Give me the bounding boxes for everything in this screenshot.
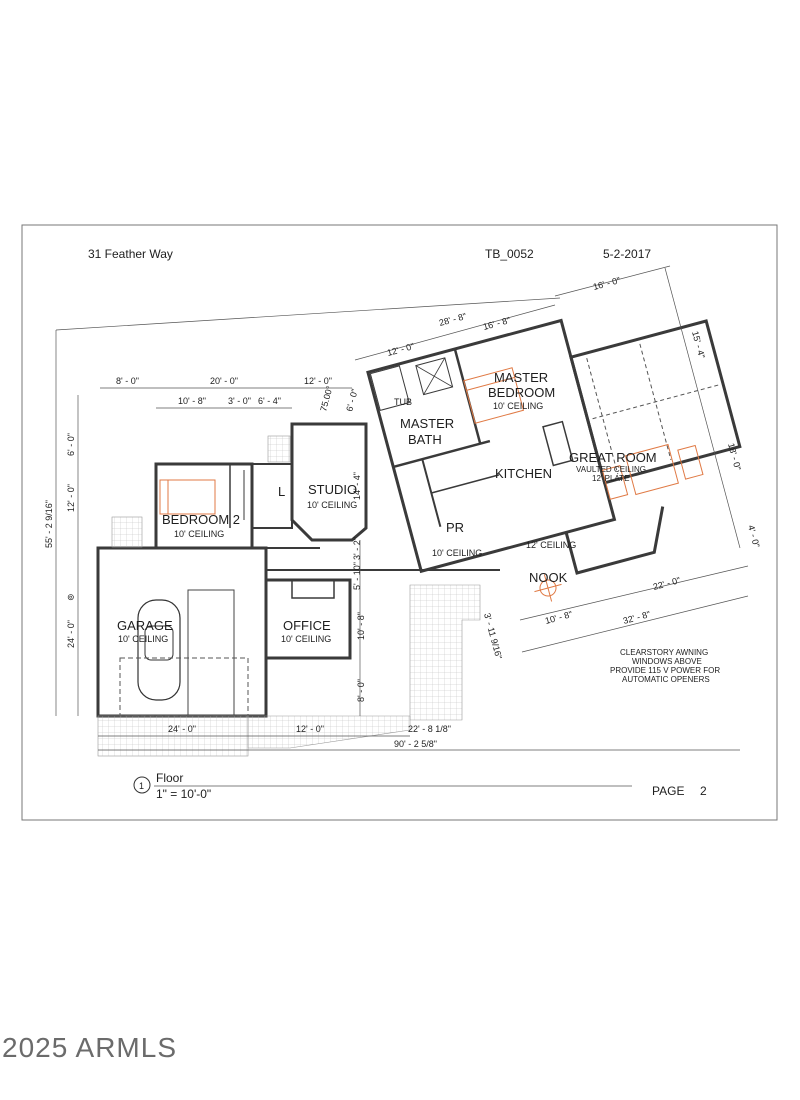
dim-master-16-8: 16' - 8": [482, 315, 512, 332]
dim-nook-10-8: 10' - 8": [544, 609, 574, 626]
powder-room-label: PR: [446, 520, 464, 535]
garage-car: [119, 589, 249, 717]
dim-studio-5-10: 5' - 10": [352, 562, 362, 590]
bed-icon: [159, 479, 216, 515]
dim-office-8: 8' - 0": [356, 679, 366, 702]
dim-master-12: 12' - 0": [386, 341, 416, 358]
front-porch: [247, 715, 411, 749]
sheet-border: [21, 224, 778, 821]
dim-master-28-8: 28' - 8": [438, 311, 468, 328]
studio-walls: [290, 422, 368, 542]
dim-bot-12: 12' - 0": [296, 724, 324, 734]
great-room-plate: 12' PLATE: [592, 474, 629, 483]
bedroom-2-ceiling: 10' CEILING: [174, 529, 224, 539]
dim-top-20: 20' - 0": [210, 376, 238, 386]
garage-outlet-icon: ⊚: [67, 592, 75, 602]
nook-table-icon: [534, 574, 562, 602]
master-bedroom-label-2: BEDROOM: [488, 385, 555, 400]
dim-overall-90: 90' - 2 5/8": [394, 739, 437, 749]
master-bed-icon: [463, 367, 525, 424]
garage-label: GARAGE: [117, 618, 173, 633]
furniture: [159, 367, 704, 602]
dim-right-4: 4' - 0": [746, 524, 762, 549]
office-label: OFFICE: [283, 618, 331, 633]
laundry-patio: [267, 435, 291, 463]
dimension-lines: [55, 265, 749, 751]
studio-label: STUDIO: [308, 482, 357, 497]
drawing-marker-icon: [133, 776, 151, 794]
office-ceiling: 10' CEILING: [281, 634, 331, 644]
note-line-2: WINDOWS ABOVE: [632, 657, 702, 666]
dim-top-8: 8' - 0": [116, 376, 139, 386]
master-bath-label-1: MASTER: [400, 416, 454, 431]
note-line-1: CLEARSTORY AWNING: [620, 648, 708, 657]
rear-patio: [409, 584, 481, 721]
dim-left-6: 6' - 0": [66, 433, 76, 456]
page-label: PAGE: [652, 784, 684, 798]
laundry-label: L: [278, 484, 285, 499]
dim-top-12: 12' - 0": [304, 376, 332, 386]
west-wing-walls: [96, 422, 500, 718]
dim-great-16: 16' - 0": [592, 275, 622, 292]
address-label: 31 Feather Way: [88, 247, 173, 261]
date-label: 5-2-2017: [603, 247, 651, 261]
hall-ceiling: 10' CEILING: [432, 548, 482, 558]
dim-sub-6-4: 6' - 4": [258, 396, 281, 406]
dim-porch-3-11: 3' - 11 9/16": [482, 612, 504, 660]
watermark: 2025 ARMLS: [2, 1032, 177, 1063]
kitchen-label: KITCHEN: [495, 466, 552, 481]
bedroom-patio: [111, 516, 143, 548]
laundry-walls: [251, 463, 293, 529]
dim-angle: 75.00°: [318, 384, 335, 412]
dim-bot-24: 24' - 0": [168, 724, 196, 734]
note-line-3: PROVIDE 115 V POWER FOR: [610, 666, 720, 675]
dim-studio-14-4: 14' - 4": [352, 472, 362, 500]
dim-bottom-22: 22' - 0": [652, 575, 682, 592]
master-bedroom-label-1: MASTER: [494, 370, 548, 385]
drawing-title: Floor: [156, 771, 183, 785]
dim-bot-22-8: 22' - 8 1/8": [408, 724, 451, 734]
drawing-marker-number: 1: [139, 781, 144, 791]
dim-studio-3-2: 3' - 2": [352, 537, 362, 560]
garage-ceiling: 10' CEILING: [118, 634, 168, 644]
tub-label: TUB: [394, 397, 412, 407]
dim-left-12: 12' - 0": [66, 484, 76, 512]
drawing-scale: 1" = 10'-0": [156, 787, 211, 801]
sofa-icon: [624, 443, 679, 496]
dim-sub-10-8: 10' - 8": [178, 396, 206, 406]
great-room-label: GREAT ROOM: [569, 450, 657, 465]
dim-sub-3: 3' - 0": [228, 396, 251, 406]
dim-left-overall: 55' - 2 9/16": [44, 500, 54, 548]
dim-left-24: 24' - 0": [66, 620, 76, 648]
page-number: 2: [700, 784, 707, 798]
plan-id-label: TB_0052: [485, 247, 534, 261]
great-room-ceiling: VAULTED CEILING: [576, 465, 646, 474]
dim-right-15-4: 15' - 4": [690, 330, 707, 360]
studio-ceiling: 10' CEILING: [307, 500, 357, 510]
dim-v-6: 6' - 0": [344, 388, 360, 413]
dim-office-10-8: 10' - 8": [356, 612, 366, 640]
east-wing-walls: [366, 318, 742, 575]
master-bedroom-ceiling: 10' CEILING: [493, 401, 543, 411]
nook-label: NOOK: [529, 570, 568, 585]
kitchen-ceiling: 12' CEILING: [526, 540, 576, 550]
bedroom-2-label: BEDROOM 2: [162, 512, 240, 527]
master-bath-label-2: BATH: [408, 432, 442, 447]
note-line-4: AUTOMATIC OPENERS: [622, 675, 710, 684]
